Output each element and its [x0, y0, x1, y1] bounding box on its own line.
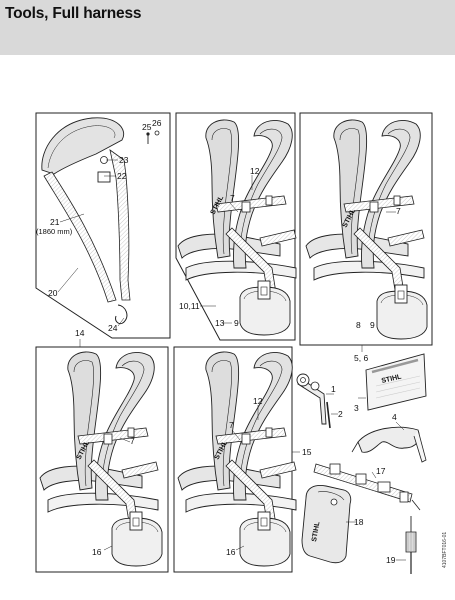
- harness-d-part-16: 16: [226, 547, 236, 557]
- harness-c-panel: STIHL 7 16 14: [35, 328, 169, 573]
- strap-part-26: 26: [152, 118, 162, 128]
- harness-c-part-16: 16: [92, 547, 102, 557]
- manual-brand: STIHL: [381, 373, 403, 385]
- harness-d-part-7: 7: [229, 420, 234, 430]
- tools-group: 1 2 STIHL 3 4: [296, 353, 427, 574]
- harness-d-callout: 15: [302, 447, 312, 457]
- tool-pouch-icon: [301, 485, 352, 564]
- combination-wrench-icon: [296, 373, 327, 425]
- harness-b-callout: 5, 6: [354, 353, 368, 363]
- tool-part-1: 1: [331, 384, 336, 394]
- strap-panel: 23 22 21 (1860 mm) 20 24 25 26: [35, 112, 171, 339]
- tool-part-19: 19: [386, 555, 396, 565]
- harness-a-border: [175, 112, 296, 341]
- strap-part-20: 20: [48, 288, 58, 298]
- strap-part-23: 23: [119, 155, 129, 165]
- drawing-code: 4107BFT016-01: [442, 532, 448, 568]
- harness-d-border: [173, 346, 293, 573]
- harness-a-part-12: 12: [250, 166, 260, 176]
- strap-panel-border: [35, 112, 171, 339]
- strap-part-25: 25: [142, 122, 152, 132]
- tool-part-18: 18: [354, 517, 364, 527]
- harness-b-part-9: 9: [370, 320, 375, 330]
- harness-a-part-7: 7: [230, 193, 235, 203]
- pin-icon: [326, 401, 331, 429]
- page-title: Tools, Full harness: [5, 5, 142, 22]
- pouch-brand: STIHL: [311, 521, 322, 543]
- harness-b-part-8: 8: [356, 320, 361, 330]
- harness-b-panel: STIHL 7 8 9 5, 6: [299, 112, 433, 363]
- harness-c-callout: 14: [75, 328, 85, 338]
- harness-c-part-7: 7: [130, 436, 135, 446]
- harness-a-callout: 10,11: [179, 301, 200, 311]
- strap-part-21: 21: [50, 217, 60, 227]
- tool-part-4: 4: [392, 412, 397, 422]
- strap-length: (1860 mm): [36, 227, 73, 236]
- header-band: [0, 0, 455, 55]
- tool-part-17: 17: [376, 466, 386, 476]
- harness-d-panel: STIHL 12 7 16 15: [173, 346, 312, 573]
- instruction-manual-icon: [365, 353, 427, 411]
- safety-glasses-icon: [351, 426, 427, 463]
- tool-part-2: 2: [338, 409, 343, 419]
- harness-b-border: [299, 112, 433, 346]
- harness-a-part-13: 13: [215, 318, 225, 328]
- harness-b-part-7: 7: [396, 206, 401, 216]
- strap-part-22: 22: [117, 171, 127, 181]
- harness-c-border: [35, 346, 169, 573]
- tool-part-3: 3: [354, 403, 359, 413]
- strap-part-24: 24: [108, 323, 118, 333]
- hanger-strap-icon: [313, 463, 421, 511]
- harness-a-panel: STIHL 12 7 13 9 10,11: [175, 112, 297, 341]
- harness-a-part-9: 9: [234, 318, 239, 328]
- screwdriver-icon: [405, 516, 417, 574]
- harness-d-part-12: 12: [253, 396, 263, 406]
